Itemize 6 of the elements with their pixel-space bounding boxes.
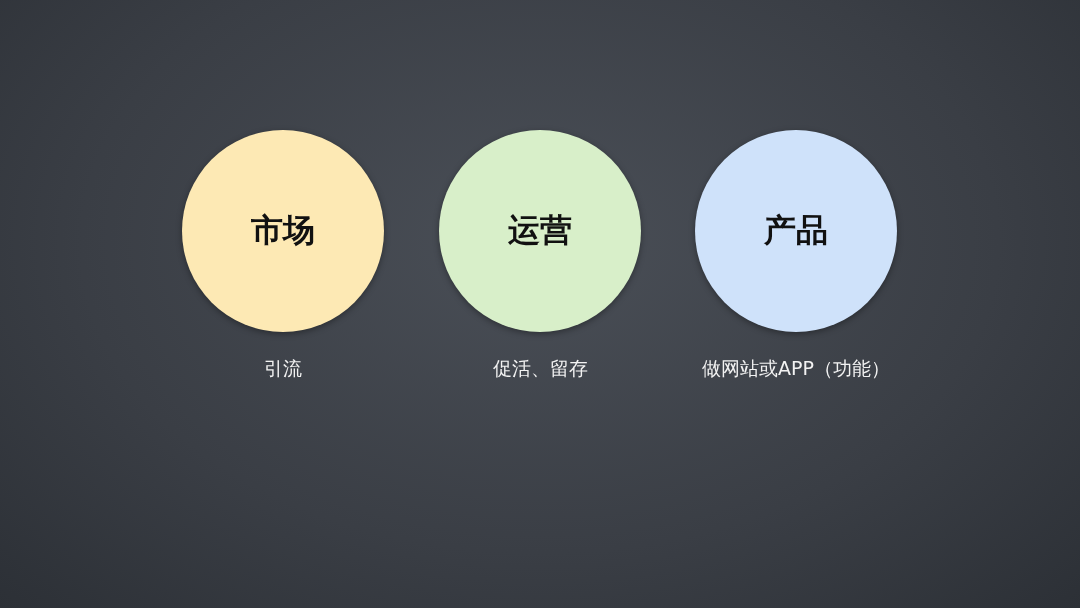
node-label: 促活、留存	[491, 356, 589, 381]
node-title: 产品	[764, 210, 828, 251]
node-label: 做网站或APP（功能）	[701, 356, 891, 381]
node-title: 市场	[251, 210, 315, 251]
node-title: 运营	[508, 210, 572, 251]
node-label: 引流	[263, 356, 303, 381]
